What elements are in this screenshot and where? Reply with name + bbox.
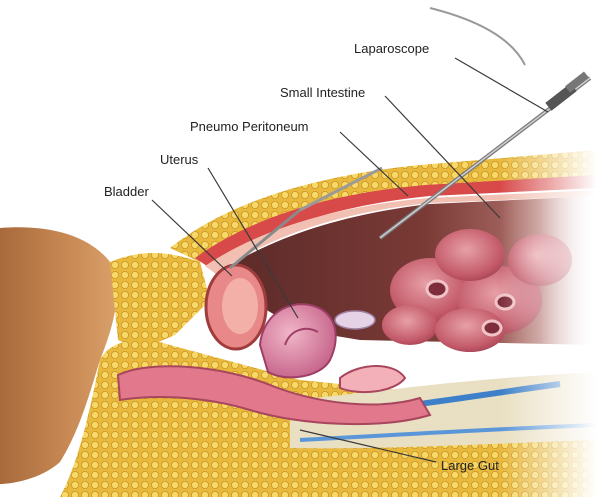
label-bladder: Bladder: [104, 184, 149, 199]
label-uterus: Uterus: [160, 152, 199, 167]
laparoscope-leader: [455, 58, 548, 112]
bladder-inner: [222, 278, 258, 334]
ovary: [335, 311, 375, 329]
right-fade: [500, 140, 597, 497]
label-large-gut: Large Gut: [441, 458, 499, 473]
label-laparoscope: Laparoscope: [354, 41, 429, 56]
label-small-intestine: Small Intestine: [280, 85, 365, 100]
label-pneumo-peritoneum: Pneumo Peritoneum: [190, 119, 309, 134]
